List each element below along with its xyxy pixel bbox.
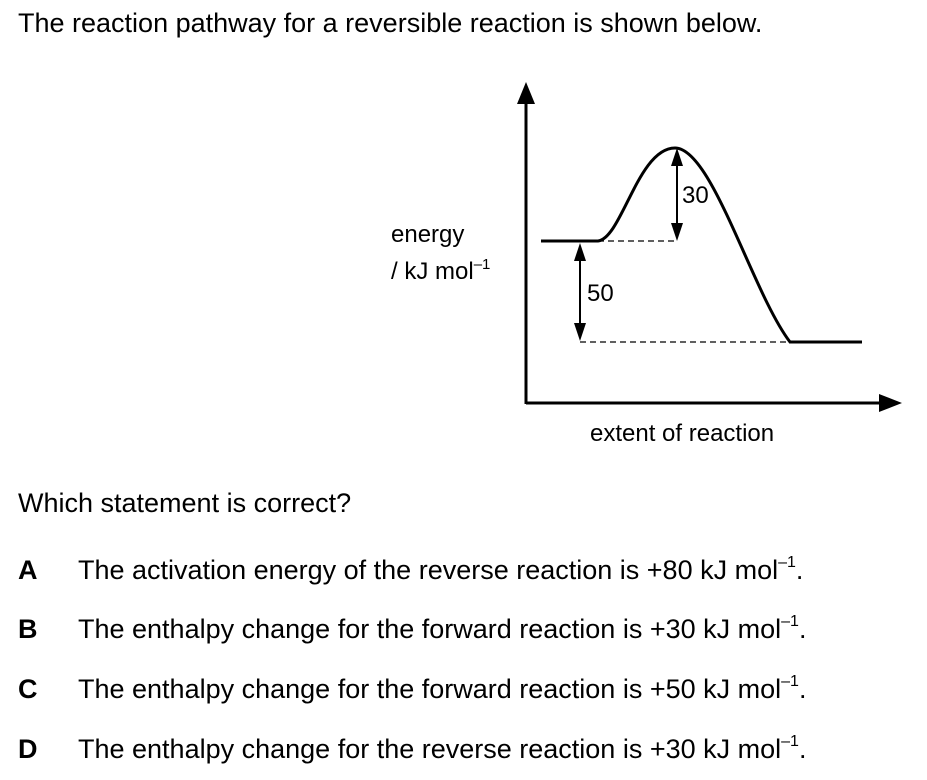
question-text: Which statement is correct? <box>18 488 352 518</box>
option-end: . <box>798 674 807 704</box>
option-end: . <box>798 614 807 644</box>
y-axis-label-superscript: –1 <box>474 256 491 273</box>
option-statement: The enthalpy change for the forward reac… <box>78 673 807 705</box>
option-end: . <box>798 734 807 764</box>
enthalpy-change-label: 50 <box>587 280 614 307</box>
y-axis-arrowhead <box>517 82 535 104</box>
option-text: The enthalpy change for the forward reac… <box>78 614 782 644</box>
option-statement: The activation energy of the reverse rea… <box>78 554 804 586</box>
option-text: The activation energy of the reverse rea… <box>78 555 779 585</box>
activation-energy-arrowhead-bottom <box>671 223 683 241</box>
enthalpy-change-arrowhead-top <box>574 243 586 261</box>
reaction-pathway-curve <box>541 146 862 344</box>
intro-text: The reaction pathway for a reversible re… <box>18 8 763 38</box>
activation-energy-label: 30 <box>682 182 709 209</box>
option-superscript: –1 <box>778 554 796 571</box>
x-axis-label: extent of reaction <box>590 420 774 447</box>
option-letter: C <box>18 674 38 704</box>
option-superscript: –1 <box>781 673 799 690</box>
energy-profile-diagram: 30 50 energy / kJ mol–1 extent of reacti… <box>391 82 902 447</box>
option-letter: D <box>18 734 38 764</box>
y-axis-label-line2: / kJ mol–1 <box>391 256 490 285</box>
activation-energy-arrowhead-top <box>671 148 683 166</box>
y-axis-label-line1: energy <box>391 221 464 248</box>
option-text: The enthalpy change for the forward reac… <box>78 674 782 704</box>
option-superscript: –1 <box>781 613 799 630</box>
option-text: The enthalpy change for the reverse reac… <box>78 734 782 764</box>
option-letter: B <box>18 614 38 644</box>
option-statement: The enthalpy change for the forward reac… <box>78 613 807 645</box>
y-axis-label-unit: / kJ mol <box>391 258 474 285</box>
option-letter: A <box>18 555 38 585</box>
option-statement: The enthalpy change for the reverse reac… <box>78 733 807 765</box>
option-end: . <box>795 555 804 585</box>
option-superscript: –1 <box>781 733 799 750</box>
x-axis-arrowhead <box>879 394 902 412</box>
enthalpy-change-arrowhead-bottom <box>574 323 586 341</box>
